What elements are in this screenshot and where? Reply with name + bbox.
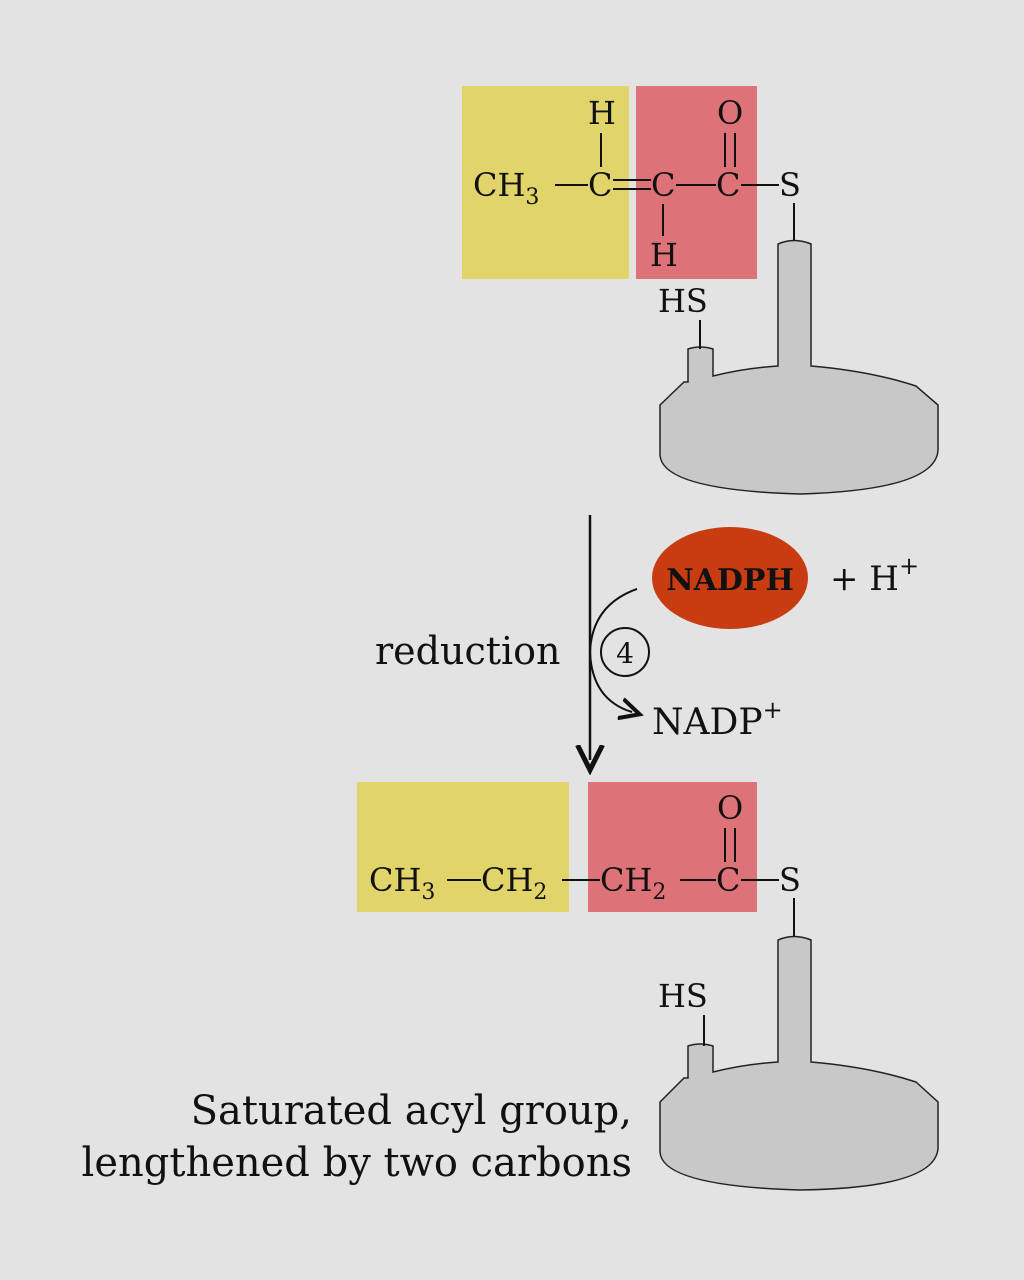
step-number: 4 [616,637,634,670]
carbon-atom: C [588,166,612,204]
red-highlight-box [588,782,757,912]
caption: Saturated acyl group, lengthened by two … [82,1088,632,1186]
carbon-atom: C [651,166,675,204]
yellow-highlight-box [462,86,629,279]
red-highlight-box [636,86,757,279]
caption-line-1: Saturated acyl group, [191,1088,632,1134]
reaction-arrow-group: reduction 4 NADPH + H+ NADP+ [375,515,919,760]
thiol-group: HS [658,282,708,320]
methylene-group: CH2 [600,861,666,905]
hydrogen-atom: H [650,236,678,274]
carbonyl-carbon: C [716,166,740,204]
proton-label: + H+ [830,552,919,599]
nadph-label: NADPH [666,563,794,598]
product-molecule: CH3 CH2 CH2 C O S [357,782,801,936]
sulfur-atom: S [779,166,801,204]
oxygen-atom: O [717,94,743,132]
nadp-label: NADP+ [652,696,783,743]
enzyme-complex: HS [658,239,939,495]
hydrogen-atom: H [588,94,616,132]
nadph-ellipse [652,527,808,629]
carbonyl-carbon: C [716,861,740,899]
enzyme-complex: HS [658,935,939,1191]
methyl-group: CH3 [369,861,435,905]
reaction-label: reduction [375,629,561,673]
enzyme-body [659,239,939,495]
enzyme-body [659,935,939,1191]
sulfur-atom: S [779,861,801,899]
cofactor-curved-arrow [588,588,637,712]
thiol-group: HS [658,977,708,1015]
caption-line-2: lengthened by two carbons [82,1140,632,1186]
methylene-group: CH2 [481,861,547,905]
step-number-circle [600,627,650,677]
oxygen-atom: O [717,789,743,827]
reactant-molecule: CH3 C H C H C O S [462,86,801,279]
yellow-highlight-box [357,782,569,912]
methyl-group: CH3 [473,166,539,210]
